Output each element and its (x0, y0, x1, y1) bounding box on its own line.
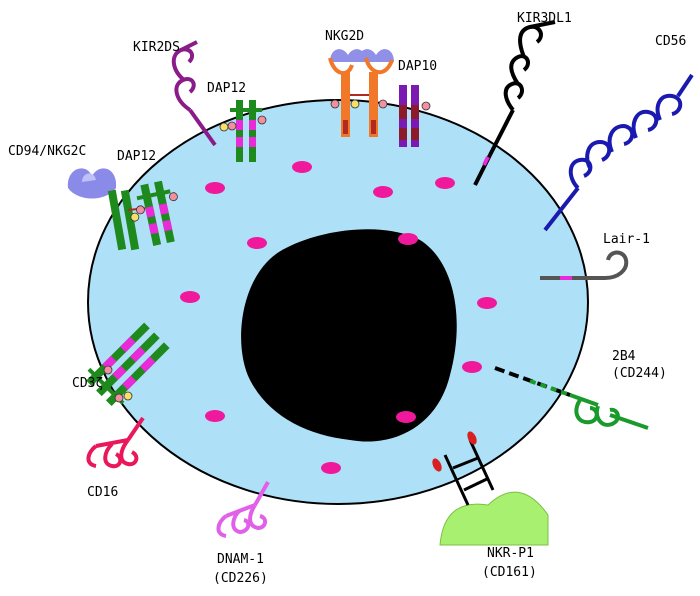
itam-phospho-dot (219, 122, 229, 132)
itam-phospho-dot (136, 205, 145, 215)
kir2ds-receptor (171, 40, 217, 147)
granule (462, 361, 482, 373)
itam-phospho-dot (130, 212, 140, 222)
dap12-left-dimer (130, 180, 178, 246)
label-cd161: (CD161) (482, 565, 537, 580)
dnam1-receptor (216, 481, 270, 538)
label-cd94-nkg2c: CD94/NKG2C (8, 144, 86, 159)
nkg2d-receptor (328, 49, 394, 137)
itam-phospho-dot (257, 115, 267, 125)
granule (180, 291, 200, 303)
granule (205, 182, 225, 194)
itam-phospho-dot (330, 99, 340, 109)
label-kir3dl1: KIR3DL1 (517, 11, 572, 26)
label-dnam1: DNAM-1 (217, 552, 264, 567)
label-kir2ds: KIR2DS (133, 40, 180, 55)
granule (396, 411, 416, 423)
nkrp1-receptor (443, 439, 495, 506)
granule (373, 186, 393, 198)
cd3z-dimer (86, 322, 170, 407)
granule (205, 410, 225, 422)
label-lair1: Lair-1 (603, 232, 650, 247)
nkrp1-tips (432, 431, 477, 472)
granule (247, 237, 267, 249)
granule (435, 177, 455, 189)
lair1-receptor (540, 250, 629, 280)
itam-phospho-dot (169, 192, 178, 202)
cd56-receptor (543, 73, 694, 232)
label-cd16: CD16 (87, 485, 118, 500)
label-cd226: (CD226) (213, 571, 268, 586)
itam-phospho-dot (123, 391, 133, 401)
nucleus (241, 229, 457, 442)
granule (321, 462, 341, 474)
dap10-dimer (399, 85, 431, 147)
label-cd3z: CD3ζ (72, 376, 103, 391)
granule (398, 233, 418, 245)
itam-phospho-dot (103, 365, 113, 375)
label-nkg2d: NKG2D (325, 29, 364, 44)
granule (292, 161, 312, 173)
itam-phospho-dot (421, 101, 431, 111)
granule (477, 297, 497, 309)
itam-phospho-dot (378, 99, 388, 109)
granules (180, 161, 497, 474)
label-dap12-left: DAP12 (117, 149, 156, 164)
cd244-receptor (494, 366, 649, 430)
kir3dl1-receptor (473, 20, 556, 186)
label-dap12-top: DAP12 (207, 81, 246, 96)
label-dap10: DAP10 (398, 59, 437, 74)
cd3z-phospho-dots (103, 365, 133, 403)
cd16-receptor (86, 416, 145, 469)
nkrp1-ligand-blob (439, 491, 549, 546)
itam-phospho-dot (227, 121, 237, 131)
label-cd244: (CD244) (612, 366, 667, 381)
label-nkrp1: NKR-P1 (487, 546, 534, 561)
label-cd56: CD56 (655, 34, 686, 49)
itam-phospho-dot (114, 393, 124, 403)
label-2b4: 2B4 (612, 349, 636, 364)
dap12-top-dimer (219, 100, 267, 162)
itam-phospho-dot (350, 99, 360, 109)
